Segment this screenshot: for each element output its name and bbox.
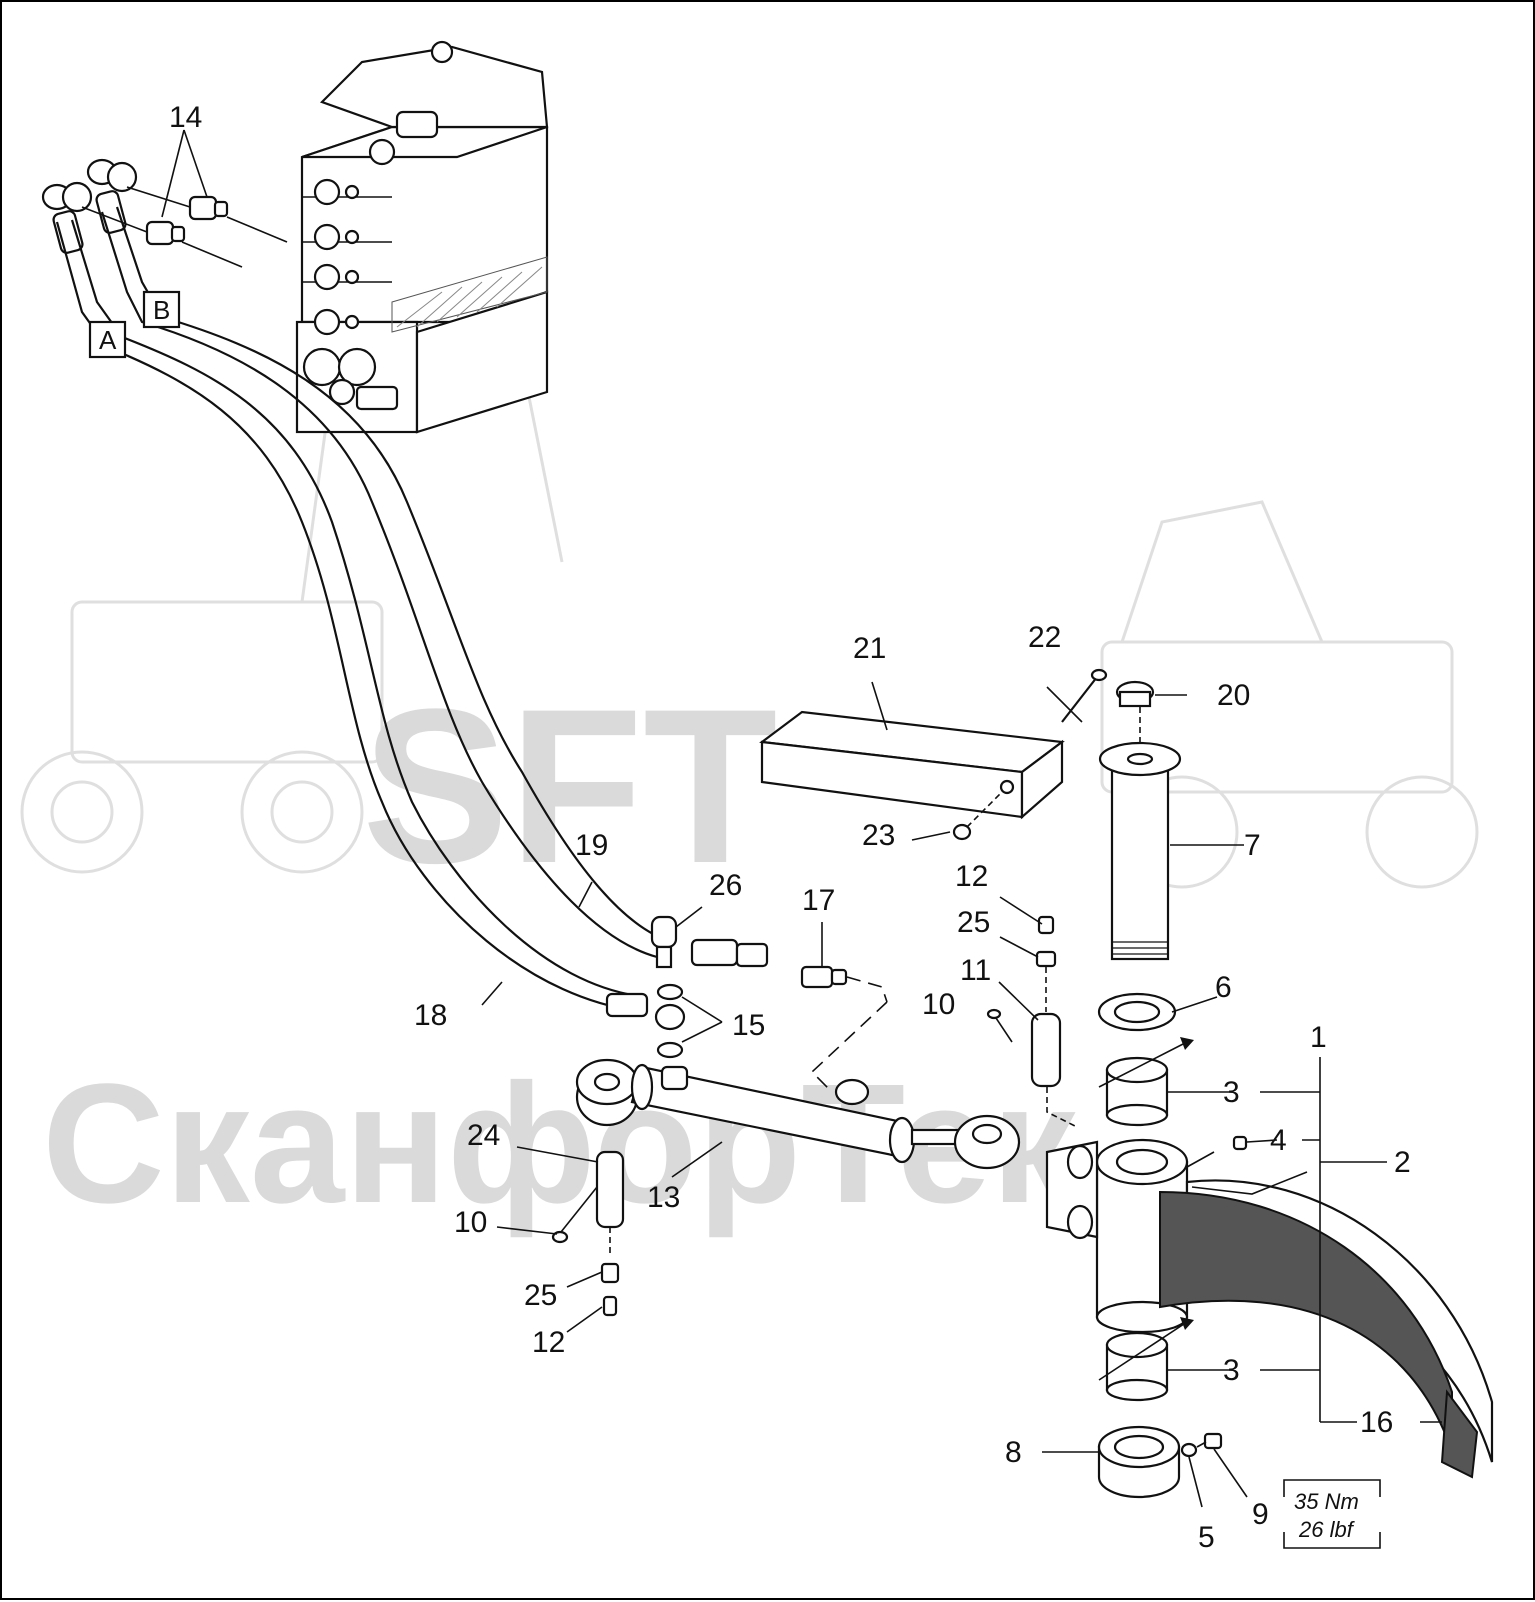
banjo-bolt-26 [650,915,678,969]
callout-18: 18 [414,999,447,1032]
control-valve-block [295,40,549,434]
callout-5: 5 [1198,1521,1215,1554]
callout-15: 15 [732,1009,765,1042]
callout-25-upper: 25 [957,906,990,939]
watermark-logo: SFT [362,663,778,909]
bushing-3-lower [1098,1317,1194,1402]
assembly-bracket [1260,1057,1442,1423]
hose-end-fittings [41,158,138,254]
callout-19: 19 [575,829,608,862]
callout-2: 2 [1394,1146,1411,1179]
pivot-pin-24 [551,1150,625,1257]
callout-25-lower: 25 [524,1279,557,1312]
cap-20 [1115,680,1155,708]
callout-numbers: 1 2 3 3 4 5 6 7 8 9 10 10 11 12 12 13 14… [169,101,1411,1554]
connector-a-box [88,320,127,359]
ripper-shank-2 [1159,1171,1494,1479]
callout-26: 26 [709,869,742,902]
connector-b-label: B [153,295,170,325]
connector-a-label: A [99,325,117,355]
callout-3-lower: 3 [1223,1354,1240,1387]
callout-4: 4 [1270,1124,1287,1157]
pin-11 [986,1008,1078,1128]
callout-6: 6 [1215,971,1232,1004]
nut-23 [952,791,1003,841]
lock-ring-8 [1097,1425,1181,1499]
callout-8: 8 [1005,1436,1022,1469]
sealing-washers-15 [654,983,686,1059]
leader-lines [481,681,1278,1508]
callout-9: 9 [1252,1498,1269,1531]
callout-20: 20 [1217,679,1250,712]
callout-7: 7 [1244,829,1261,862]
callout-10-upper: 10 [922,988,955,1021]
callout-22: 22 [1028,621,1061,654]
bolt-22 [1061,668,1108,723]
bushing-3-upper [1098,1037,1194,1127]
grease-fittings-upper [1035,915,1057,1012]
callout-11: 11 [960,954,991,987]
hose-a-18 [55,219,649,1018]
callout-12-upper: 12 [955,860,988,893]
adapter-fittings-14 [81,129,288,268]
callout-24: 24 [467,1119,500,1152]
hydraulic-cylinder-13 [575,1058,1021,1170]
hose-b-19 [100,206,769,968]
callout-3-upper: 3 [1223,1076,1240,1109]
callout-23: 23 [862,819,895,852]
washer-6 [1097,992,1177,1032]
torque-metric: 35 Nm [1294,1489,1359,1514]
screw-9-washer-5 [1180,1432,1223,1458]
cover-21 [759,710,1065,820]
grease-fitting-4 [1232,1135,1248,1151]
callout-13: 13 [647,1181,680,1214]
grease-fittings-lower [600,1262,620,1317]
watermark-excavator-right [1100,500,1479,889]
watermark-tractor-left [20,300,564,874]
adapter-17 [800,965,888,1093]
callout-21: 21 [853,632,886,665]
callout-17: 17 [802,884,835,917]
callout-10-lower: 10 [454,1206,487,1239]
kingpin-7 [1098,707,1182,961]
torque-imperial: 26 lbf [1298,1517,1356,1542]
callout-16: 16 [1360,1406,1393,1439]
connector-b-box [142,290,181,329]
callout-14: 14 [169,101,202,134]
callout-1: 1 [1310,1021,1327,1054]
callout-12-lower: 12 [532,1326,565,1359]
torque-spec: 35 Nm 26 lbf [1283,1479,1381,1549]
